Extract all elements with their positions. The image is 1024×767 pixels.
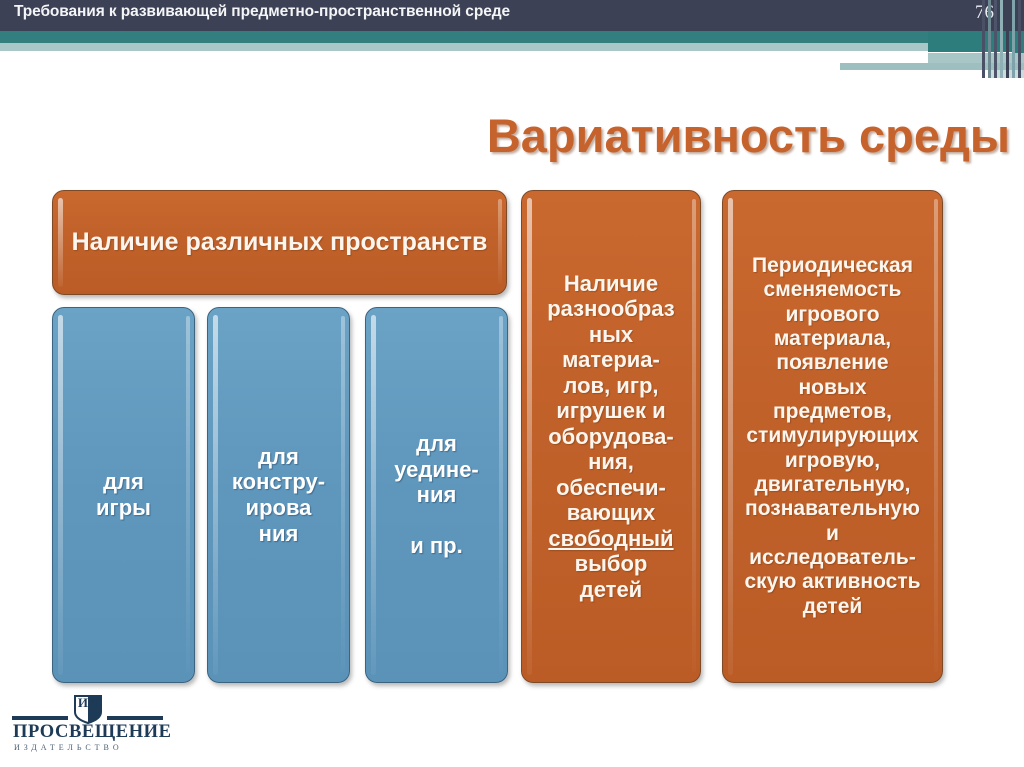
orange-box-materials-underlined: свободный [548,525,674,551]
header-stripe-5 [1006,0,1009,78]
header-accent-band-light [0,43,928,51]
blue-box-solitude-label: для уедине- ния и пр. [394,431,479,559]
logo-rule-right [107,716,163,720]
header-title: Требования к развивающей предметно-прост… [14,3,510,20]
header-accent-band-thin [840,63,1024,70]
heading-box-spaces: Наличие различных пространств [52,190,507,295]
orange-box-materials: Наличие разнообраз ных материа- лов, игр… [521,190,701,683]
shield-icon: ИП [72,694,104,725]
header-stripe-4 [1000,0,1003,78]
header-stripe-6 [1012,0,1015,78]
header-stripe-7 [1018,0,1021,78]
header-accent-band-light-right [928,53,1024,63]
publisher-logo: ИП ПРОСВЕЩЕНИЕ ИЗДАТЕЛЬСТВО [12,694,171,756]
header-stripe-3 [994,0,997,78]
heading-box-spaces-label: Наличие различных пространств [71,228,488,256]
logo-subtitle: ИЗДАТЕЛЬСТВО [14,743,123,752]
orange-box-rotation: Периодическая сменяемость игрового матер… [722,190,943,683]
orange-box-materials-label: Наличие разнообраз ных материа- лов, игр… [547,270,675,602]
blue-box-construction: для констру- ирова ния [207,307,350,683]
header-stripe-1 [982,0,985,78]
orange-box-rotation-label: Периодическая сменяемость игрового матер… [744,253,921,618]
header-accent-band-teal [0,31,928,43]
header-stripe-2 [988,0,991,78]
blue-box-construction-label: для констру- ирова ния [231,443,326,546]
logo-name: ПРОСВЕЩЕНИЕ [13,722,172,742]
logo-mark-letters: ИП [77,695,99,710]
blue-box-play: для игры [52,307,195,683]
logo-rule-left [12,716,68,720]
page-title: Вариативность среды [486,109,1010,162]
header-accent-band-teal-right [928,31,1024,53]
blue-box-solitude: для уедине- ния и пр. [365,307,508,683]
header-bar [0,0,1024,31]
blue-box-play-label: для игры [96,469,151,520]
